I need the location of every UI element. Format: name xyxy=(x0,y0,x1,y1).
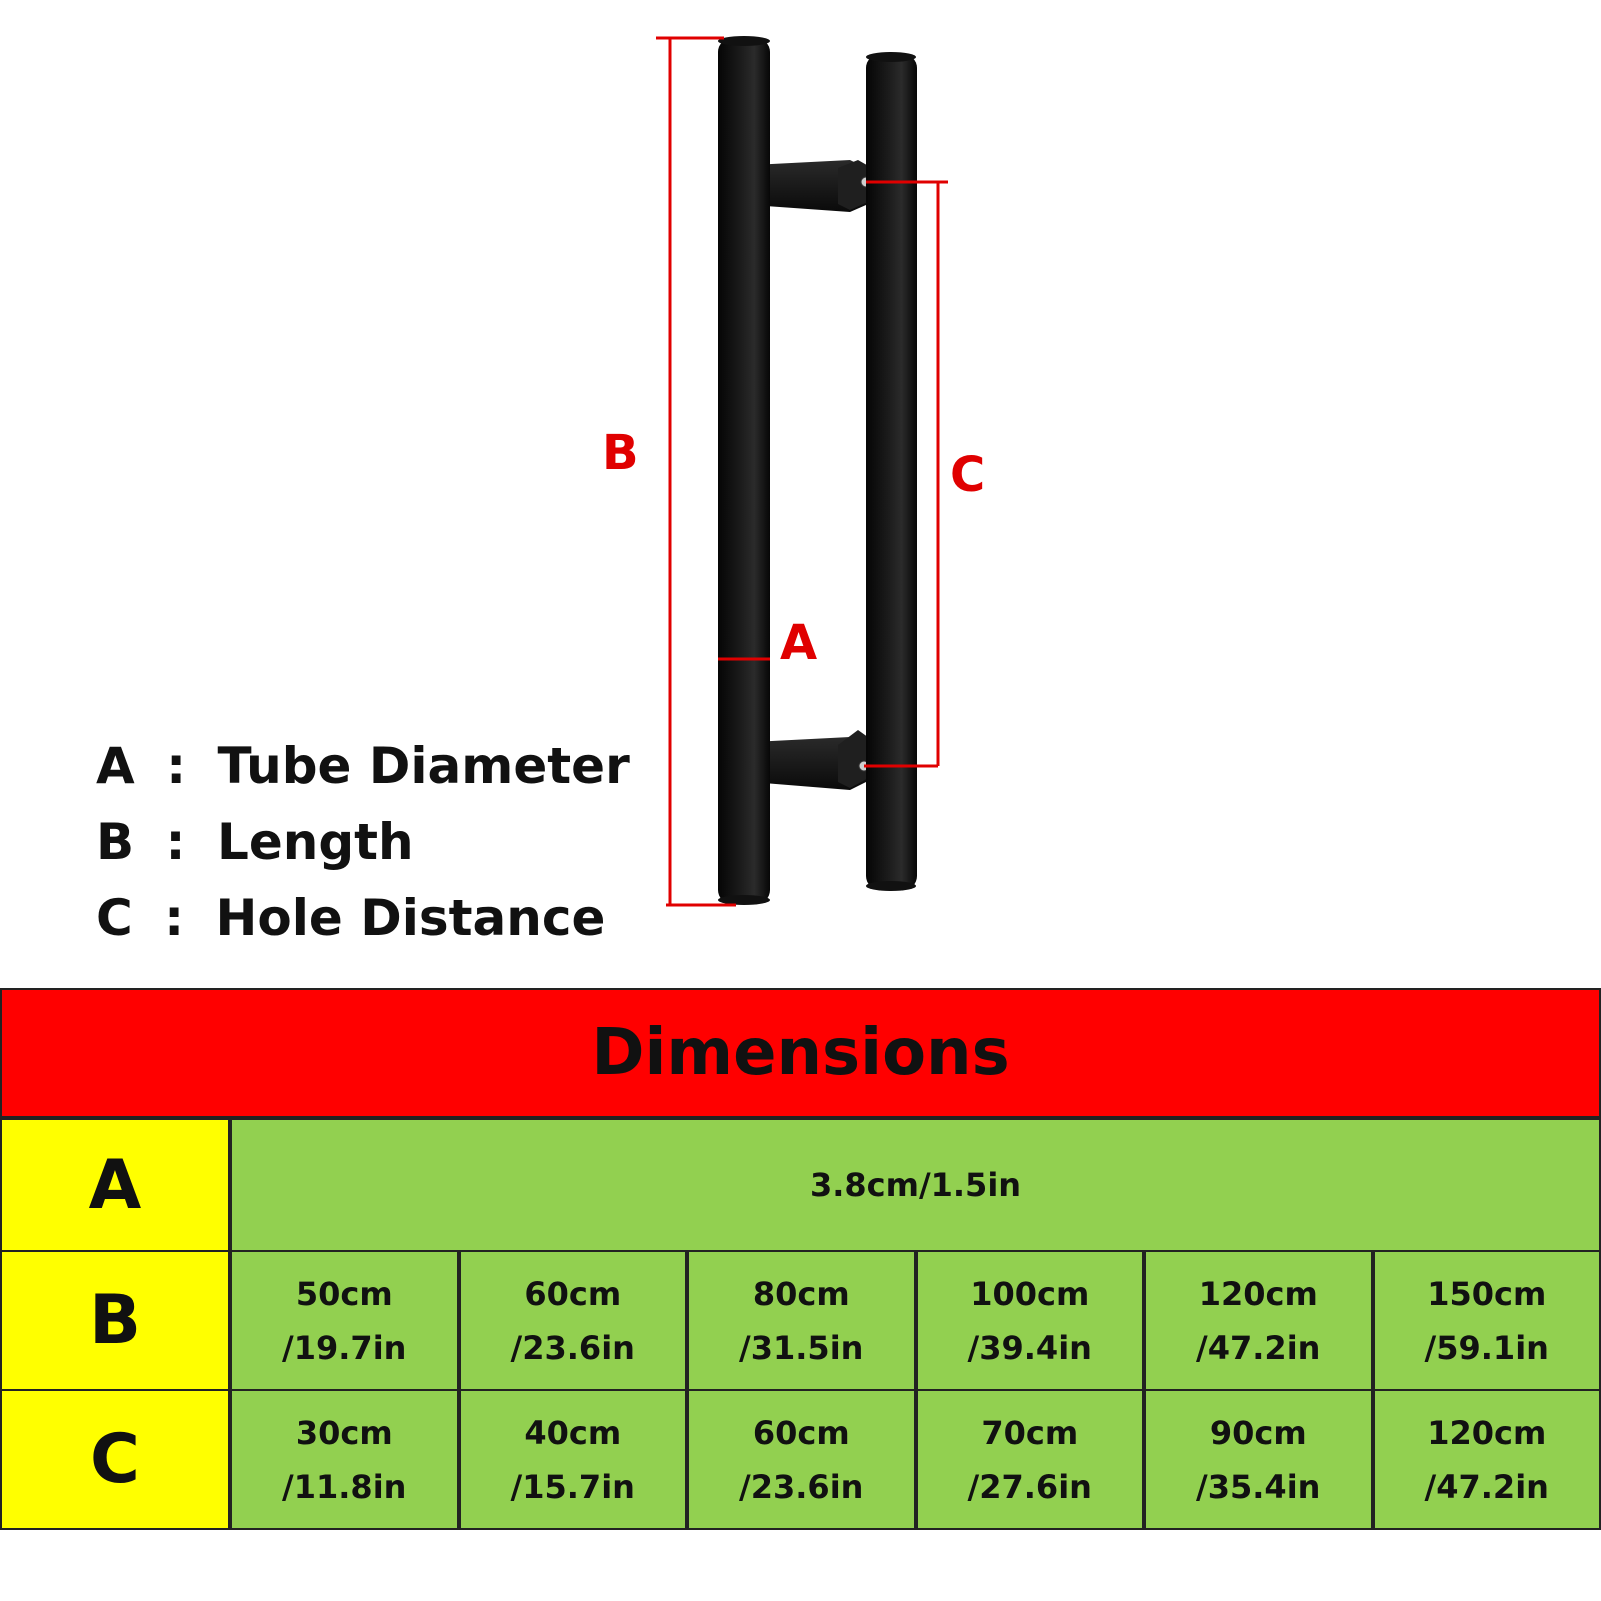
table-title: Dimensions xyxy=(591,1016,1010,1090)
table-header: Dimensions xyxy=(0,988,1601,1118)
back-tube xyxy=(866,52,917,891)
cell-in: /23.6in xyxy=(510,1328,635,1367)
table-cell: 90cm /35.4in xyxy=(1144,1389,1373,1530)
legend-letter: B xyxy=(96,813,135,871)
cell-in: /23.6in xyxy=(739,1467,864,1506)
table-cell: 40cm /15.7in xyxy=(458,1389,687,1530)
cell-cm: 40cm xyxy=(524,1413,622,1452)
legend: A : Tube Diameter B : Length C : Hole Di… xyxy=(96,728,630,956)
row-label-c: C xyxy=(0,1389,230,1530)
cell-in: /31.5in xyxy=(739,1328,864,1367)
upper-bracket xyxy=(752,160,872,212)
legend-row-b: B : Length xyxy=(96,804,630,880)
table-row-c: C 30cm /11.8in 40cm /15.7in 60cm /23.6in… xyxy=(0,1389,1601,1530)
cell-cm: 80cm xyxy=(752,1274,850,1313)
cell-cm: 60cm xyxy=(524,1274,622,1313)
legend-row-c: C : Hole Distance xyxy=(96,880,630,956)
legend-letter: C xyxy=(96,889,133,947)
legend-text: Length xyxy=(216,813,414,871)
cell-in: /19.7in xyxy=(282,1328,407,1367)
row-label-a: A xyxy=(0,1118,230,1252)
table-cell: 120cm /47.2in xyxy=(1372,1389,1601,1530)
cell-cm: 50cm xyxy=(295,1274,393,1313)
table-cell: 60cm /23.6in xyxy=(687,1389,916,1530)
table-cell: 60cm /23.6in xyxy=(458,1250,687,1391)
cell-cm: 100cm xyxy=(970,1274,1090,1313)
table-cell: 30cm /11.8in xyxy=(230,1389,459,1530)
handle-diagram: B C A xyxy=(602,36,985,907)
cell-cm: 120cm xyxy=(1427,1413,1547,1452)
cell-in: /11.8in xyxy=(282,1467,407,1506)
legend-text: Hole Distance xyxy=(215,889,606,947)
cell-in: /47.2in xyxy=(1424,1467,1549,1506)
label-c: C xyxy=(950,447,985,503)
cell-cm: 90cm xyxy=(1209,1413,1307,1452)
cell-in: /15.7in xyxy=(510,1467,635,1506)
cell-cm: 120cm xyxy=(1198,1274,1318,1313)
table-cell: 3.8cm/1.5in xyxy=(230,1118,1601,1252)
label-a: A xyxy=(780,615,817,671)
legend-sep: : xyxy=(165,813,186,871)
legend-sep: : xyxy=(166,737,187,795)
legend-text: Tube Diameter xyxy=(217,737,630,795)
cell-cm: 70cm xyxy=(981,1413,1079,1452)
cell-in: /47.2in xyxy=(1196,1328,1321,1367)
table-cell: 100cm /39.4in xyxy=(915,1250,1144,1391)
front-tube xyxy=(718,36,770,905)
table-cell: 150cm /59.1in xyxy=(1372,1250,1601,1391)
cell-cm: 150cm xyxy=(1427,1274,1547,1313)
cell-in: /59.1in xyxy=(1424,1328,1549,1367)
table-row-a: A 3.8cm/1.5in xyxy=(0,1118,1601,1252)
cell-in: /35.4in xyxy=(1196,1467,1321,1506)
cell-in: /27.6in xyxy=(967,1467,1092,1506)
table-cell: 120cm /47.2in xyxy=(1144,1250,1373,1391)
cell-in: /39.4in xyxy=(967,1328,1092,1367)
legend-letter: A xyxy=(96,737,135,795)
hole-distance-dimension-line xyxy=(864,180,948,768)
table-cell: 70cm /27.6in xyxy=(915,1389,1144,1530)
table-row-b: B 50cm /19.7in 60cm /23.6in 80cm /31.5in… xyxy=(0,1250,1601,1391)
label-b: B xyxy=(602,425,639,481)
row-label-b: B xyxy=(0,1250,230,1391)
dimensions-table: Dimensions A 3.8cm/1.5in B 50cm /19.7in … xyxy=(0,988,1601,1530)
length-dimension-line xyxy=(656,36,736,907)
legend-row-a: A : Tube Diameter xyxy=(96,728,630,804)
cell-cm: 30cm xyxy=(295,1413,393,1452)
cell-value: 3.8cm/1.5in xyxy=(809,1166,1022,1204)
table-cell: 50cm /19.7in xyxy=(230,1250,459,1391)
cell-cm: 60cm xyxy=(752,1413,850,1452)
legend-sep: : xyxy=(164,889,185,947)
table-cell: 80cm /31.5in xyxy=(687,1250,916,1391)
